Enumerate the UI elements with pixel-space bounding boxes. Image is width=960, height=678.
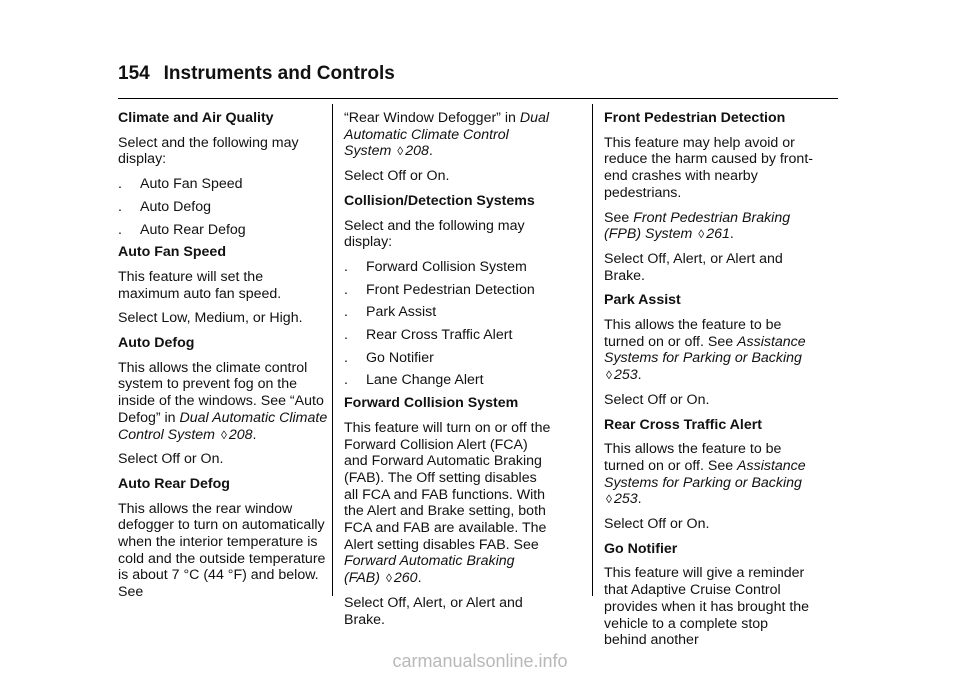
page-ref-icon: ◊ <box>385 571 392 586</box>
column-divider <box>592 104 593 596</box>
header-rule <box>118 98 838 99</box>
column-2: “Rear Window Defogger” in Dual Automatic… <box>344 110 554 636</box>
heading-front-pedestrian: Front Pedestrian Detection <box>604 110 786 126</box>
list-item: .Go Notifier <box>344 349 434 366</box>
fan-select: Select Low, Medium, or High. <box>118 310 303 327</box>
page-number: 154 <box>118 63 150 84</box>
page-header: 154 Instruments and Controls <box>118 63 838 84</box>
fcs-text: This feature will turn on or off the For… <box>344 419 551 587</box>
cross-reference[interactable]: Assistance Systems for Parking or Backin… <box>604 457 806 508</box>
heading-go-notifier: Go Notifier <box>604 540 678 557</box>
list-item: .Forward Collision System <box>344 258 527 275</box>
column-divider <box>332 104 333 596</box>
heading-auto-fan-speed: Auto Fan Speed <box>118 244 226 261</box>
cross-reference[interactable]: Dual Automatic Climate Control System ◊2… <box>118 409 328 443</box>
fpd-text: This feature may help avoid or reduce th… <box>604 134 813 201</box>
heading-forward-collision: Forward Collision System <box>344 395 519 412</box>
fpd-see: See Front Pedestrian Braking (FPB) Syste… <box>604 209 791 243</box>
page-ref-icon: ◊ <box>698 227 705 242</box>
cross-reference[interactable]: Front Pedestrian Braking (FPB) System ◊2… <box>604 209 791 243</box>
fcs-select: Select Off, Alert, or Alert and Brake. <box>344 594 523 628</box>
page-ref-icon: ◊ <box>606 492 612 507</box>
heading-auto-rear-defog: Auto Rear Defog <box>118 475 230 492</box>
list-item: .Lane Change Alert <box>344 372 484 389</box>
heading-park-assist: Park Assist <box>604 292 681 309</box>
column-1: Climate and Air Quality Select and the f… <box>118 110 328 609</box>
heading-climate: Climate and Air Quality <box>118 110 274 126</box>
list-item: .Auto Defog <box>118 198 211 215</box>
section-title: Instruments and Controls <box>163 63 395 84</box>
pa-select: Select Off or On. <box>604 391 710 408</box>
rwd-select: Select Off or On. <box>344 168 450 185</box>
list-item: .Park Assist <box>344 304 437 321</box>
climate-intro: Select and the following may display: <box>118 134 299 168</box>
page-ref-icon: ◊ <box>397 144 404 159</box>
rcta-text: This allows the feature to be turned on … <box>604 441 806 508</box>
cross-reference[interactable]: Forward Automatic Braking (FAB) ◊260 <box>344 553 515 587</box>
heading-auto-defog: Auto Defog <box>118 335 195 352</box>
heading-collision-detection: Collision/Detection Systems <box>344 192 535 209</box>
collision-intro: Select and the following may display: <box>344 217 525 251</box>
column-3: Front Pedestrian Detection This feature … <box>604 110 814 657</box>
page-ref-icon: ◊ <box>220 427 227 442</box>
list-item: .Rear Cross Traffic Alert <box>344 327 513 344</box>
fan-text: This feature will set the maximum auto f… <box>118 268 282 302</box>
list-item: .Front Pedestrian Detection <box>344 281 535 298</box>
fpd-select: Select Off, Alert, or Alert and Brake. <box>604 250 783 284</box>
heading-rear-cross-traffic: Rear Cross Traffic Alert <box>604 416 762 433</box>
defog-text: This allows the climate control system t… <box>118 359 328 443</box>
rear-window-defogger-text: “Rear Window Defogger” in Dual Automatic… <box>344 110 550 160</box>
rear-defog-text: This allows the rear window defogger to … <box>118 500 326 601</box>
list-item: .Auto Fan Speed <box>118 176 243 193</box>
cross-reference[interactable]: Assistance Systems for Parking or Backin… <box>604 333 806 384</box>
pa-text: This allows the feature to be turned on … <box>604 317 806 384</box>
defog-select: Select Off or On. <box>118 451 224 468</box>
go-text: This feature will give a reminder that A… <box>604 565 810 649</box>
list-item: .Auto Rear Defog <box>118 221 246 238</box>
watermark: carmanualsonline.info <box>392 651 568 672</box>
rcta-select: Select Off or On. <box>604 516 710 533</box>
page-ref-icon: ◊ <box>606 368 612 383</box>
cross-reference[interactable]: Dual Automatic Climate Control System ◊2… <box>344 110 550 160</box>
